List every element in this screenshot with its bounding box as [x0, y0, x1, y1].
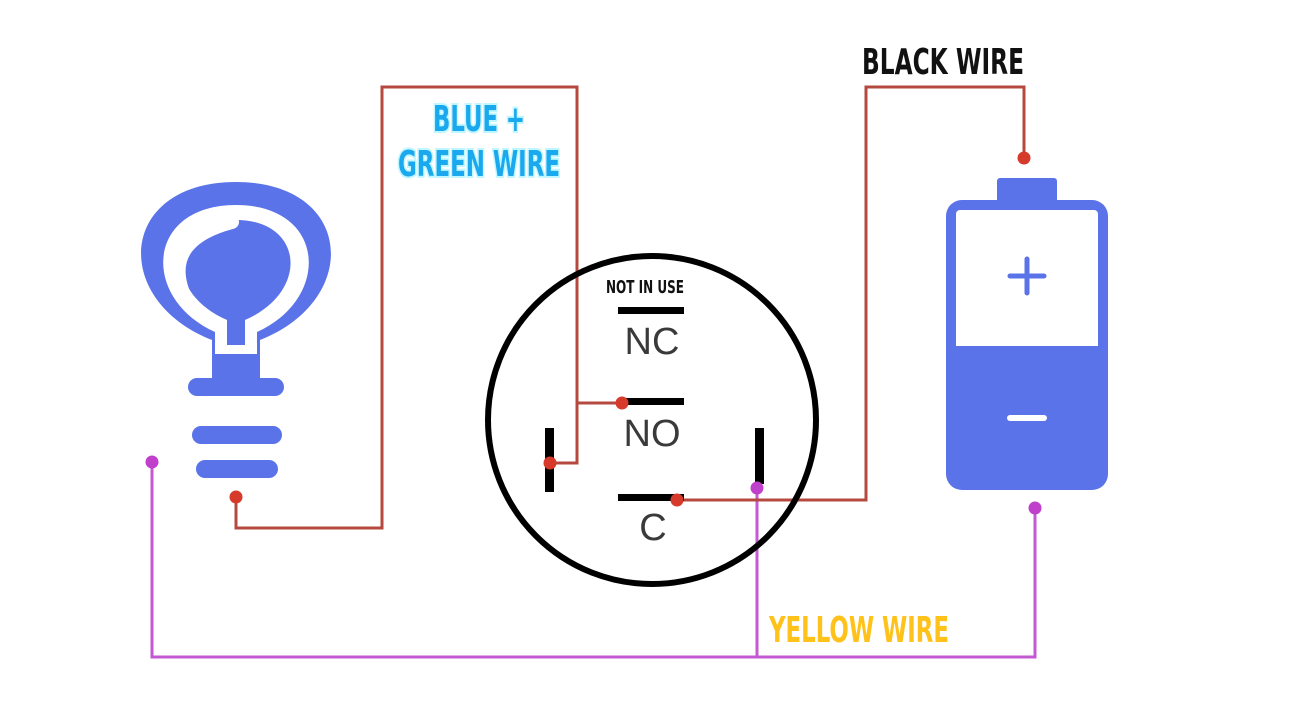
plus-icon	[1007, 256, 1047, 296]
yellow-wire-label: YELLOW WIRE	[768, 610, 949, 651]
nc-terminal-bar	[618, 307, 684, 314]
black-wire-path	[677, 85, 1026, 502]
blue-green-label-line2: GREEN WIRE	[398, 144, 560, 185]
dot-bulb-red	[229, 490, 243, 504]
battery-terminal	[997, 178, 1057, 204]
bulb-base-ring-2	[192, 426, 282, 444]
dot-led-left	[543, 456, 557, 470]
bulb-glass-core	[181, 220, 291, 345]
switch: NC NO C	[485, 253, 819, 587]
switch-ring	[485, 253, 819, 587]
light-bulb-icon	[141, 182, 331, 478]
dot-bulb-purple	[145, 455, 159, 469]
no-label: NO	[624, 413, 681, 455]
dot-battery-plus	[1017, 151, 1031, 165]
dot-led-right	[750, 481, 764, 495]
yellow-wire-main-path	[150, 462, 1037, 659]
blue-green-wire-to-led	[550, 403, 579, 465]
no-terminal-bar	[618, 398, 684, 405]
bulb-highlight	[171, 215, 239, 297]
connection-dots	[145, 151, 1042, 515]
c-terminal-bar	[618, 494, 684, 501]
black-wire-label: BLACK WIRE	[862, 42, 1024, 83]
bulb-base-ring-1	[188, 378, 284, 396]
blue-green-wire	[234, 85, 622, 530]
dot-no	[615, 396, 629, 410]
battery-empty-area-edge	[956, 332, 1098, 346]
led-terminal-right	[755, 428, 764, 484]
blue-green-label-line1: BLUE +	[433, 99, 525, 140]
black-wire	[677, 85, 1026, 502]
bulb-base-ring-3	[196, 460, 278, 478]
yellow-wire	[150, 462, 1037, 659]
dot-battery-minus	[1028, 501, 1042, 515]
dot-c	[670, 493, 684, 507]
battery-icon	[946, 178, 1108, 490]
not-in-use-label: NOT IN USE	[606, 277, 684, 298]
nc-label: NC	[625, 321, 680, 363]
c-label: C	[639, 507, 666, 549]
